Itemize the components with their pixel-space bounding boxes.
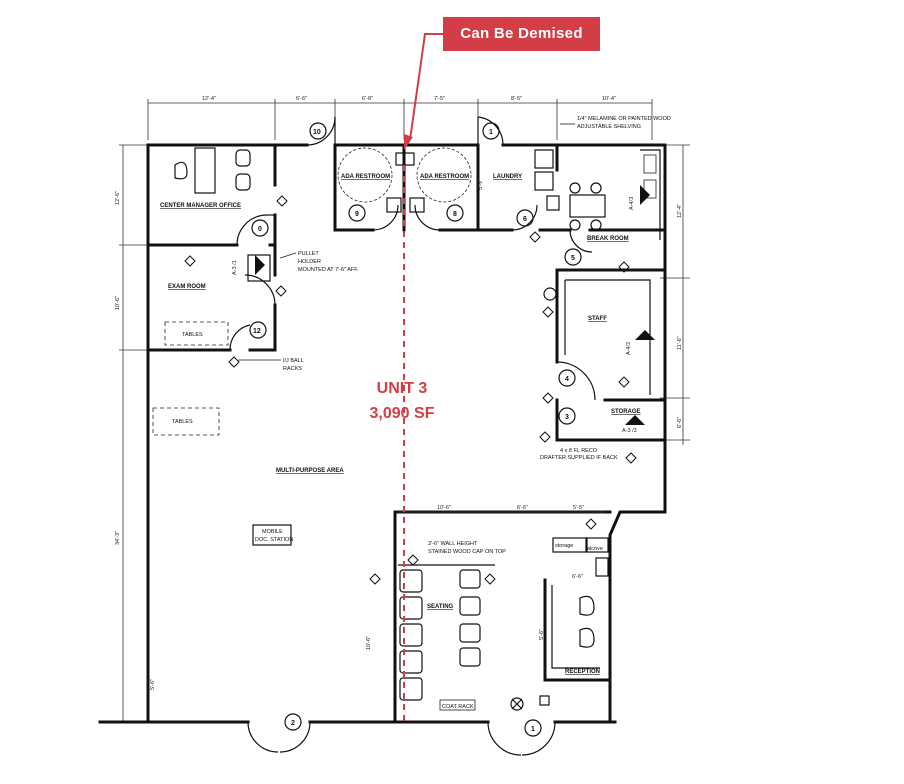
dim-top-2: 6'-6"	[296, 96, 307, 102]
dim-left-2: 10'-6"	[115, 296, 121, 310]
door-tag-1b: 1	[531, 726, 535, 733]
door-tag-10: 10	[313, 129, 321, 136]
dim-inner-6: 10'-6"	[366, 636, 372, 650]
seating-chairs	[399, 569, 481, 701]
note-pullet-2: HOLDER	[298, 259, 321, 265]
dim-inner-4: 6'-6"	[572, 574, 583, 580]
note-shelving-2: ADJUSTABLE SHELVING	[577, 124, 641, 130]
dim-right-1: 12'-4"	[677, 204, 683, 218]
unit-area: 3,090 SF	[369, 405, 435, 422]
note-mobile-2: DOC. STATION	[255, 537, 293, 543]
dim-inner-5: 5'-9"	[478, 179, 484, 190]
inner-dimensions: 10'-6" 6'-6" 5'-5" 6'-6" 5'-9" 10'-6" 5'…	[150, 179, 605, 690]
dim-top-6: 10'-4"	[602, 96, 616, 102]
room-label-staff: STAFF	[588, 316, 607, 322]
left-dimension-line: 12'-6" 10'-6" 34'-3"	[115, 144, 150, 722]
door-tags: 10 1 9 8 6 5 4 3 12 0 2 1	[249, 122, 582, 737]
dim-right-2: 11'-6"	[677, 336, 683, 350]
note-cooler-2: DRAFTER SUPPLIED IF BACK	[540, 455, 618, 461]
demising-line	[403, 33, 443, 722]
note-wall-1: 3'-6" WALL HEIGHT	[428, 541, 478, 547]
section-tag-a33: A-3 /3	[622, 428, 637, 434]
door-tag-5: 5	[571, 255, 575, 262]
room-label-storage-small: storage	[555, 543, 573, 549]
can-be-demised-callout: Can Be Demised	[443, 17, 600, 51]
room-labels: CENTER MANAGER OFFICE ADA RESTROOM ADA R…	[160, 174, 641, 675]
room-label-break: BREAK ROOM	[587, 236, 629, 242]
door-tag-8: 8	[453, 211, 457, 218]
diamond-markers	[184, 195, 637, 585]
fixtures	[152, 147, 661, 711]
dim-top-3: 6'-8"	[362, 96, 373, 102]
note-cooler-1: 4 x 8 FL RECO	[560, 448, 598, 454]
plan-notes: 1/4" MELAMINE OR PAINTED WOOD ADJUSTABLE…	[172, 116, 671, 710]
door-tag-3: 3	[565, 414, 569, 421]
door-tag-12: 12	[253, 328, 261, 335]
room-label-seating: SEATING	[427, 604, 454, 610]
door-tag-9: 9	[355, 211, 359, 218]
door-tag-6: 6	[523, 216, 527, 223]
note-alcove: alcove	[587, 546, 603, 552]
room-label-multipurpose: MULTI-PURPOSE AREA	[276, 468, 344, 474]
doors	[229, 116, 596, 756]
door-tag-1: 1	[489, 129, 493, 136]
note-wall-2: STAINED WOOD CAP ON TOP	[428, 549, 506, 555]
dim-inner-8: 5'-6"	[150, 679, 156, 690]
room-label-ada-left: ADA RESTROOM	[341, 174, 390, 180]
section-tags: A-4/3 A-4/2 A-3 /1 A-3 /3	[232, 185, 655, 434]
room-label-laundry: LAUNDRY	[493, 174, 522, 180]
room-label-manager: CENTER MANAGER OFFICE	[160, 203, 241, 209]
dim-left-3: 34'-3"	[115, 531, 121, 545]
door-tag-0: 0	[258, 226, 262, 233]
section-tag-a42: A-4/2	[626, 342, 632, 355]
note-shelving-1: 1/4" MELAMINE OR PAINTED WOOD	[577, 116, 671, 122]
room-label-reception: RECEPTION	[565, 669, 600, 675]
room-label-exam: EXAM ROOM	[168, 284, 206, 290]
room-label-storage: STORAGE	[611, 409, 641, 415]
dim-top-4: 7'-5"	[434, 96, 445, 102]
dim-left-1: 12'-6"	[115, 191, 121, 205]
room-label-ada-right: ADA RESTROOM	[420, 174, 469, 180]
section-tag-a31: A-3 /1	[232, 260, 238, 275]
note-coat-rack: COAT RACK	[442, 704, 474, 710]
door-tag-2: 2	[291, 720, 295, 727]
dim-top-1: 12'-4"	[202, 96, 216, 102]
section-tag-a43: A-4/3	[629, 197, 635, 210]
note-pullet-1: PULLET	[298, 251, 319, 257]
note-tables-exam: TABLES	[182, 332, 203, 338]
note-ball-2: RACKS	[283, 366, 302, 372]
note-mobile-1: MOBILE	[262, 529, 283, 535]
note-ball-1: I/J BALL	[283, 358, 304, 364]
note-pullet-3: MOUNTED AT 7'-6" AFF.	[298, 267, 359, 273]
dim-inner-3: 5'-5"	[573, 505, 584, 511]
dim-right-3: 6'-6"	[677, 417, 683, 428]
door-tag-4: 4	[565, 376, 569, 383]
note-tables-multi: TABLES	[172, 419, 193, 425]
unit-title: UNIT 3	[376, 380, 428, 397]
dim-inner-7: 5'-6"	[539, 629, 545, 640]
dim-inner-1: 10'-6"	[437, 505, 451, 511]
dim-inner-2: 6'-6"	[517, 505, 528, 511]
interior-walls	[146, 143, 667, 724]
dim-top-5: 8'-5"	[511, 96, 522, 102]
